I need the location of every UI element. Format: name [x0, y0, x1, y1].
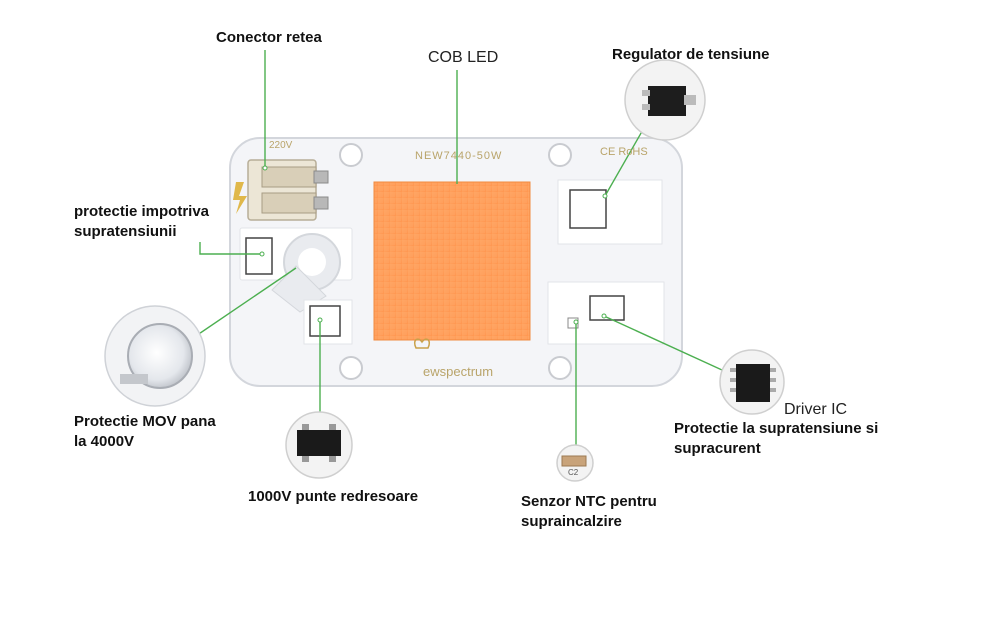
label-line: supraincalzire	[521, 513, 622, 530]
board-brand-text: ewspectrum	[423, 364, 494, 379]
label-line: protectie impotriva	[74, 203, 210, 220]
mounting-hole	[548, 356, 572, 380]
label-protectie-supracurent: Protectie la supratensiune si supracuren…	[674, 419, 878, 459]
ntc-zoom	[556, 444, 594, 482]
label-regulator: Regulator de tensiune	[612, 46, 770, 63]
label-line: Protectie la supratensiune si	[674, 420, 879, 437]
label-line: Senzor NTC pentru	[521, 493, 657, 510]
label-line: supracurent	[674, 440, 761, 457]
mounting-hole	[339, 143, 363, 167]
regulator-zoom	[624, 59, 706, 141]
mains-connector	[233, 159, 329, 221]
rectifier-zoom	[285, 411, 353, 479]
regulator-pad	[569, 189, 607, 229]
label-driver-ic: Driver IC	[784, 401, 848, 418]
label-line: Protectie MOV pana	[74, 413, 216, 430]
label-conector-retea: Conector retea	[216, 29, 322, 46]
brand-leaf-icon	[413, 338, 431, 349]
leader-line-surge	[199, 242, 262, 255]
label-punte: 1000V punte redresoare	[248, 488, 419, 505]
driver-pad	[589, 295, 625, 321]
board-cert-text: CE RoHS	[600, 146, 648, 158]
label-line: la 4000V	[74, 433, 135, 450]
label-cob-led: COB LED	[428, 49, 499, 66]
cob-led-panel	[373, 181, 531, 341]
mounting-hole	[548, 143, 572, 167]
rectifier-pad	[309, 305, 341, 337]
leader-line-driver	[603, 315, 723, 371]
leader-lines	[186, 50, 723, 448]
high-voltage-icon	[233, 182, 247, 214]
mov-footprint	[239, 227, 353, 313]
mounting-hole	[339, 356, 363, 380]
board-voltage-text: 220V	[269, 140, 293, 151]
board-model-text: NEW7440-50W	[415, 150, 503, 162]
label-senzor-ntc: Senzor NTC pentru supraincalzire	[521, 492, 657, 532]
ntc-code-text: C2	[568, 468, 579, 477]
label-line: supratensiunii	[74, 223, 177, 240]
label-protectie-supratensiune: protectie impotriva supratensiunii	[74, 202, 209, 242]
driver-zoom	[719, 349, 785, 415]
label-protectie-mov: Protectie MOV pana la 4000V	[74, 412, 216, 452]
leader-line-mov	[186, 267, 297, 343]
mov-zoom	[104, 305, 206, 407]
